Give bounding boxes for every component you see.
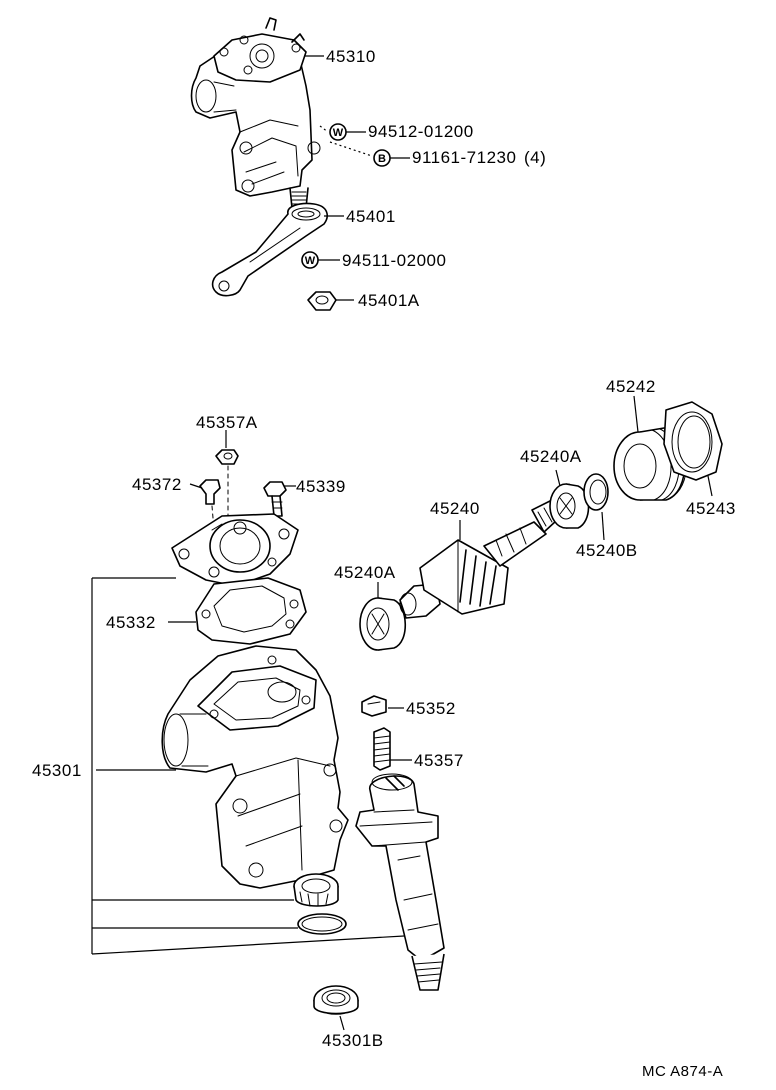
bearing-race-drawing xyxy=(583,473,609,511)
diagram-code: MC A874-A xyxy=(642,1063,723,1080)
adjust-screw-drawing xyxy=(373,727,391,771)
label-pitman-nut: 45401A xyxy=(358,291,420,310)
housing-drawing xyxy=(161,645,349,889)
washer-symbol-2: W xyxy=(301,251,319,269)
washer-symbol-1: W xyxy=(329,123,347,141)
worm-shaft-drawing xyxy=(399,495,569,619)
adjusting-screw-drawing xyxy=(613,427,687,501)
svg-text:W: W xyxy=(305,255,316,267)
gasket-drawing xyxy=(195,577,307,645)
label-bearing-race: 45240B xyxy=(576,541,638,560)
lock-nut-drawing xyxy=(663,401,723,481)
label-adjust-screw: 45357 xyxy=(414,751,464,770)
label-oil-seal: 45301B xyxy=(322,1031,384,1050)
label-gear-assembly: 45310 xyxy=(326,47,376,66)
svg-text:W: W xyxy=(333,127,344,139)
label-bearing-upper: 45240A xyxy=(520,447,582,466)
adjust-shim-drawing xyxy=(361,695,387,717)
label-cover-bolt: 45339 xyxy=(296,477,346,496)
label-worm-shaft: 45240 xyxy=(430,499,480,518)
label-adjusting-screw: 45242 xyxy=(606,377,656,396)
label-adjust-shim: 45352 xyxy=(406,699,456,718)
pitman-arm-drawing xyxy=(211,202,328,297)
label-plug: 45372 xyxy=(132,475,182,494)
oil-seal-drawing xyxy=(313,985,359,1015)
snap-ring-drawing xyxy=(297,913,347,935)
label-washer-1: 94512-01200 xyxy=(368,122,474,141)
sector-shaft-drawing xyxy=(355,773,445,991)
bearing-lower-drawing xyxy=(359,597,406,651)
label-bolt-1-qty: (4) xyxy=(524,148,546,167)
label-housing: 45301 xyxy=(32,761,82,780)
needle-bearing-drawing xyxy=(293,873,339,907)
cover-nut-drawing xyxy=(215,449,239,521)
label-bolt-1: 91161-71230 xyxy=(412,148,516,167)
label-washer-2: 94511-02000 xyxy=(342,251,446,270)
label-cover-nut: 45357A xyxy=(196,413,258,432)
label-bearing-lower: 45240A xyxy=(334,563,396,582)
side-cover-drawing xyxy=(171,513,299,587)
bearing-upper-drawing xyxy=(549,483,590,529)
label-gasket: 45332 xyxy=(106,613,156,632)
cover-bolt-drawing xyxy=(263,481,287,517)
label-pitman-arm: 45401 xyxy=(346,207,396,226)
label-lock-nut: 45243 xyxy=(686,499,736,518)
gear-assembly-drawing xyxy=(190,17,321,209)
bolt-symbol-1: B xyxy=(373,149,391,167)
pitman-nut-drawing xyxy=(307,291,337,311)
svg-text:B: B xyxy=(378,153,386,165)
